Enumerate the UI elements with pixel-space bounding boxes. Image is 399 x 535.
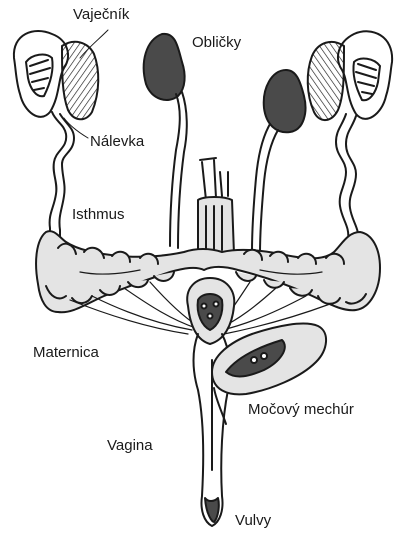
right-kidney <box>252 70 305 254</box>
label-vagina: Vagina <box>107 437 153 454</box>
left-oviduct <box>50 112 74 250</box>
right-ovary <box>308 31 392 120</box>
label-bladder: Močový mechúr <box>248 401 354 418</box>
label-funnel: Nálevka <box>90 133 144 150</box>
left-ovary <box>14 31 98 119</box>
uterus-body <box>187 278 234 344</box>
label-uterus: Maternica <box>33 344 99 361</box>
left-kidney <box>144 34 187 248</box>
central-tube <box>198 158 234 254</box>
label-isthmus: Isthmus <box>72 206 125 223</box>
label-ovary: Vaječník <box>73 6 129 23</box>
label-kidney: Obličky <box>192 34 241 51</box>
label-vulva: Vulvy <box>235 512 271 529</box>
